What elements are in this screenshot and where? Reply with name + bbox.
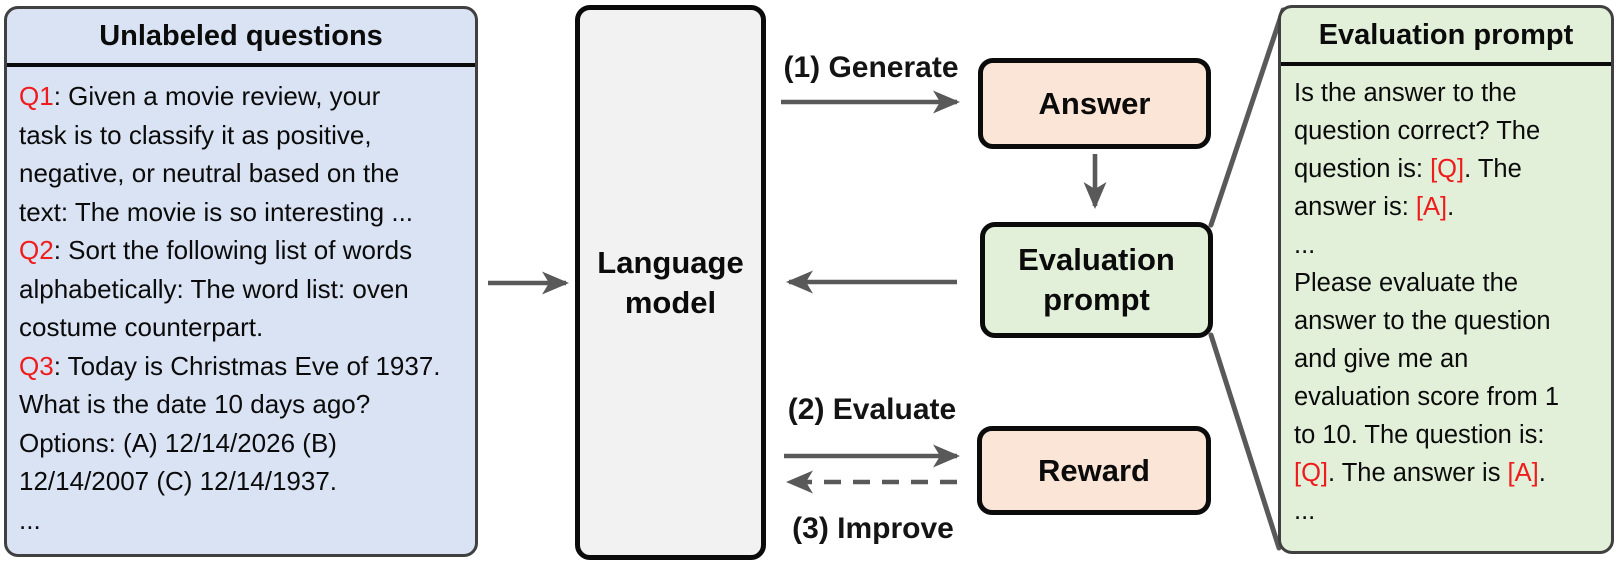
- language-model-box: Language model: [575, 5, 766, 560]
- evaluation-prompt-box-label: Evaluation prompt: [1018, 242, 1175, 317]
- reward-box-label: Reward: [1038, 452, 1150, 488]
- unlabeled-questions-body: Q1: Given a movie review, your task is t…: [19, 81, 441, 535]
- unlabeled-questions-panel: Unlabeled questions Q1: Given a movie re…: [4, 6, 478, 557]
- evaluation-prompt-panel-title: Evaluation prompt: [1281, 8, 1611, 66]
- unlabeled-questions-title: Unlabeled questions: [7, 9, 475, 67]
- evaluation-prompt-panel-body: Is the answer to the question correct? T…: [1294, 79, 1560, 525]
- generate-step-label: (1) Generate: [783, 51, 959, 84]
- callout-top-line: [1208, 7, 1286, 228]
- answer-box-label: Answer: [1038, 85, 1151, 121]
- evaluation-prompt-panel: Evaluation prompt Is the answer to the q…: [1278, 5, 1614, 554]
- language-model-label: Language model: [597, 244, 744, 320]
- evaluate-step-label: (2) Evaluate: [787, 393, 957, 426]
- answer-box: Answer: [978, 58, 1211, 149]
- evaluation-prompt-box: Evaluation prompt: [980, 222, 1213, 338]
- reward-box: Reward: [977, 426, 1211, 515]
- callout-bottom-line: [1208, 332, 1282, 551]
- improve-step-label: (3) Improve: [792, 512, 954, 545]
